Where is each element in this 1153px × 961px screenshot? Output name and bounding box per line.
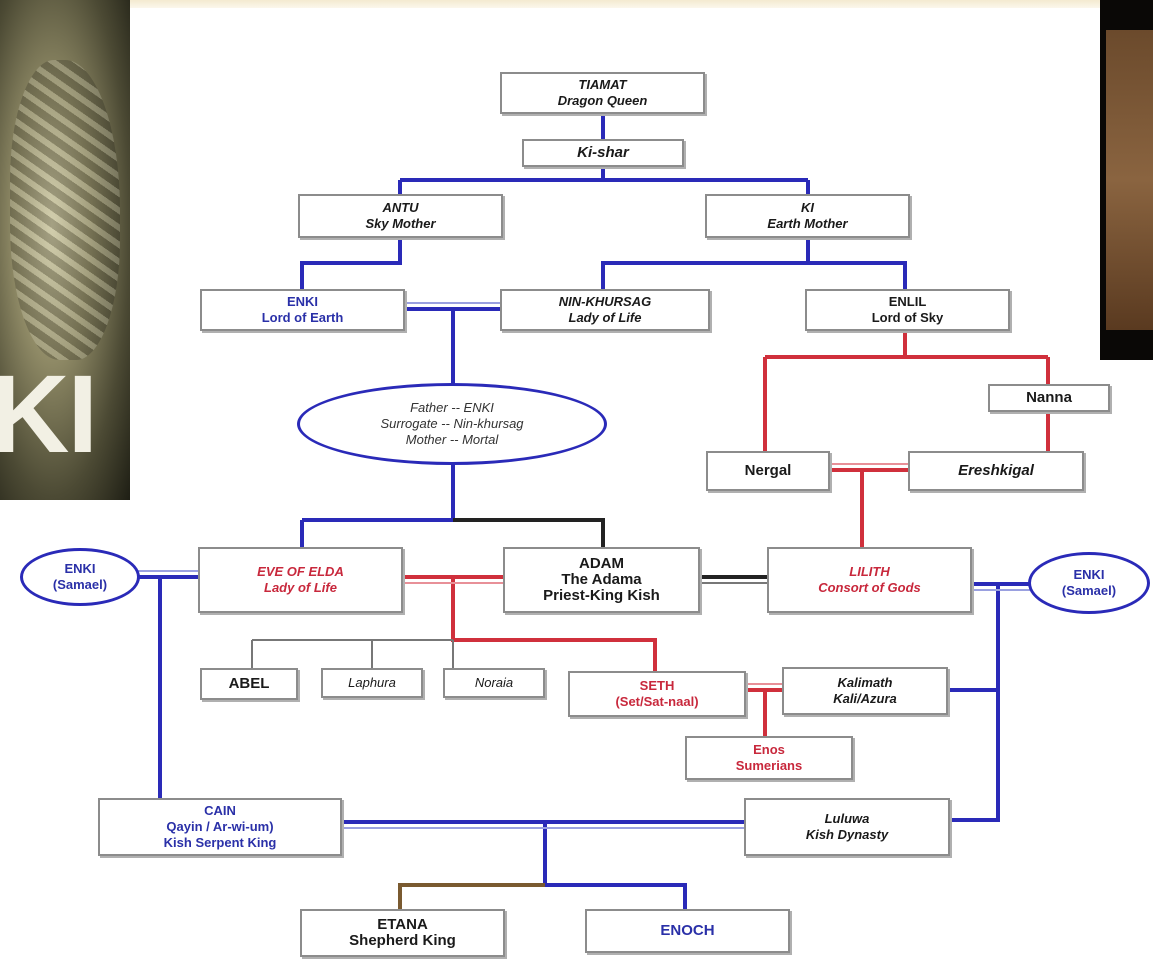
node-ki: KI Earth Mother [705,194,910,238]
node-nanna: Nanna [988,384,1110,412]
node-lilith: LILITH Consort of Gods [767,547,972,613]
node-ereshkigal: Ereshkigal [908,451,1084,491]
node-noraia: Noraia [443,668,545,698]
node-laphura: Laphura [321,668,423,698]
node-enoch: ENOCH [585,909,790,953]
header-band [130,0,1100,8]
node-enlil: ENLIL Lord of Sky [805,289,1010,331]
node-antu: ANTU Sky Mother [298,194,503,238]
enki-relief-photo: KI [0,0,130,500]
node-enki: ENKI Lord of Earth [200,289,405,331]
line-eve-adam-children [451,577,657,672]
node-enki-samael-right: ENKI (Samael) [1028,552,1150,614]
node-luluwa: Luluwa Kish Dynasty [744,798,950,856]
line-to-etana [398,883,545,910]
node-surrogate: Father -- ENKI Surrogate -- Nin-khursag … [297,383,607,465]
node-eve: EVE OF ELDA Lady of Life [198,547,403,613]
node-enki-samael-left: ENKI (Samael) [20,548,140,606]
line-ki-enlil [808,261,907,290]
tablet-photo [1100,0,1153,360]
node-enos: Enos Sumerians [685,736,853,780]
line-samael-right-down [950,584,1000,822]
node-kalimath: Kalimath Kali/Azura [782,667,948,715]
node-adam: ADAM The Adama Priest-King Kish [503,547,700,613]
clay-tablet [1106,30,1153,330]
line-to-adam [453,518,605,548]
node-nergal: Nergal [706,451,830,491]
line-antu-down [300,237,402,290]
line-ki-down [601,237,810,290]
node-cain: CAIN Qayin / Ar-wi-um) Kish Serpent King [98,798,342,856]
carved-relief [10,60,120,360]
line-cain-children [543,822,687,910]
node-seth: SETH (Set/Sat-naal) [568,671,746,717]
node-ninkhursag: NIN-KHURSAG Lady of Life [500,289,710,331]
node-kishar: Ki-shar [522,139,684,167]
node-abel: ABEL [200,668,298,700]
photo-caption: KI [0,353,98,476]
node-etana: ETANA Shepherd King [300,909,505,957]
node-tiamat: TIAMAT Dragon Queen [500,72,705,114]
